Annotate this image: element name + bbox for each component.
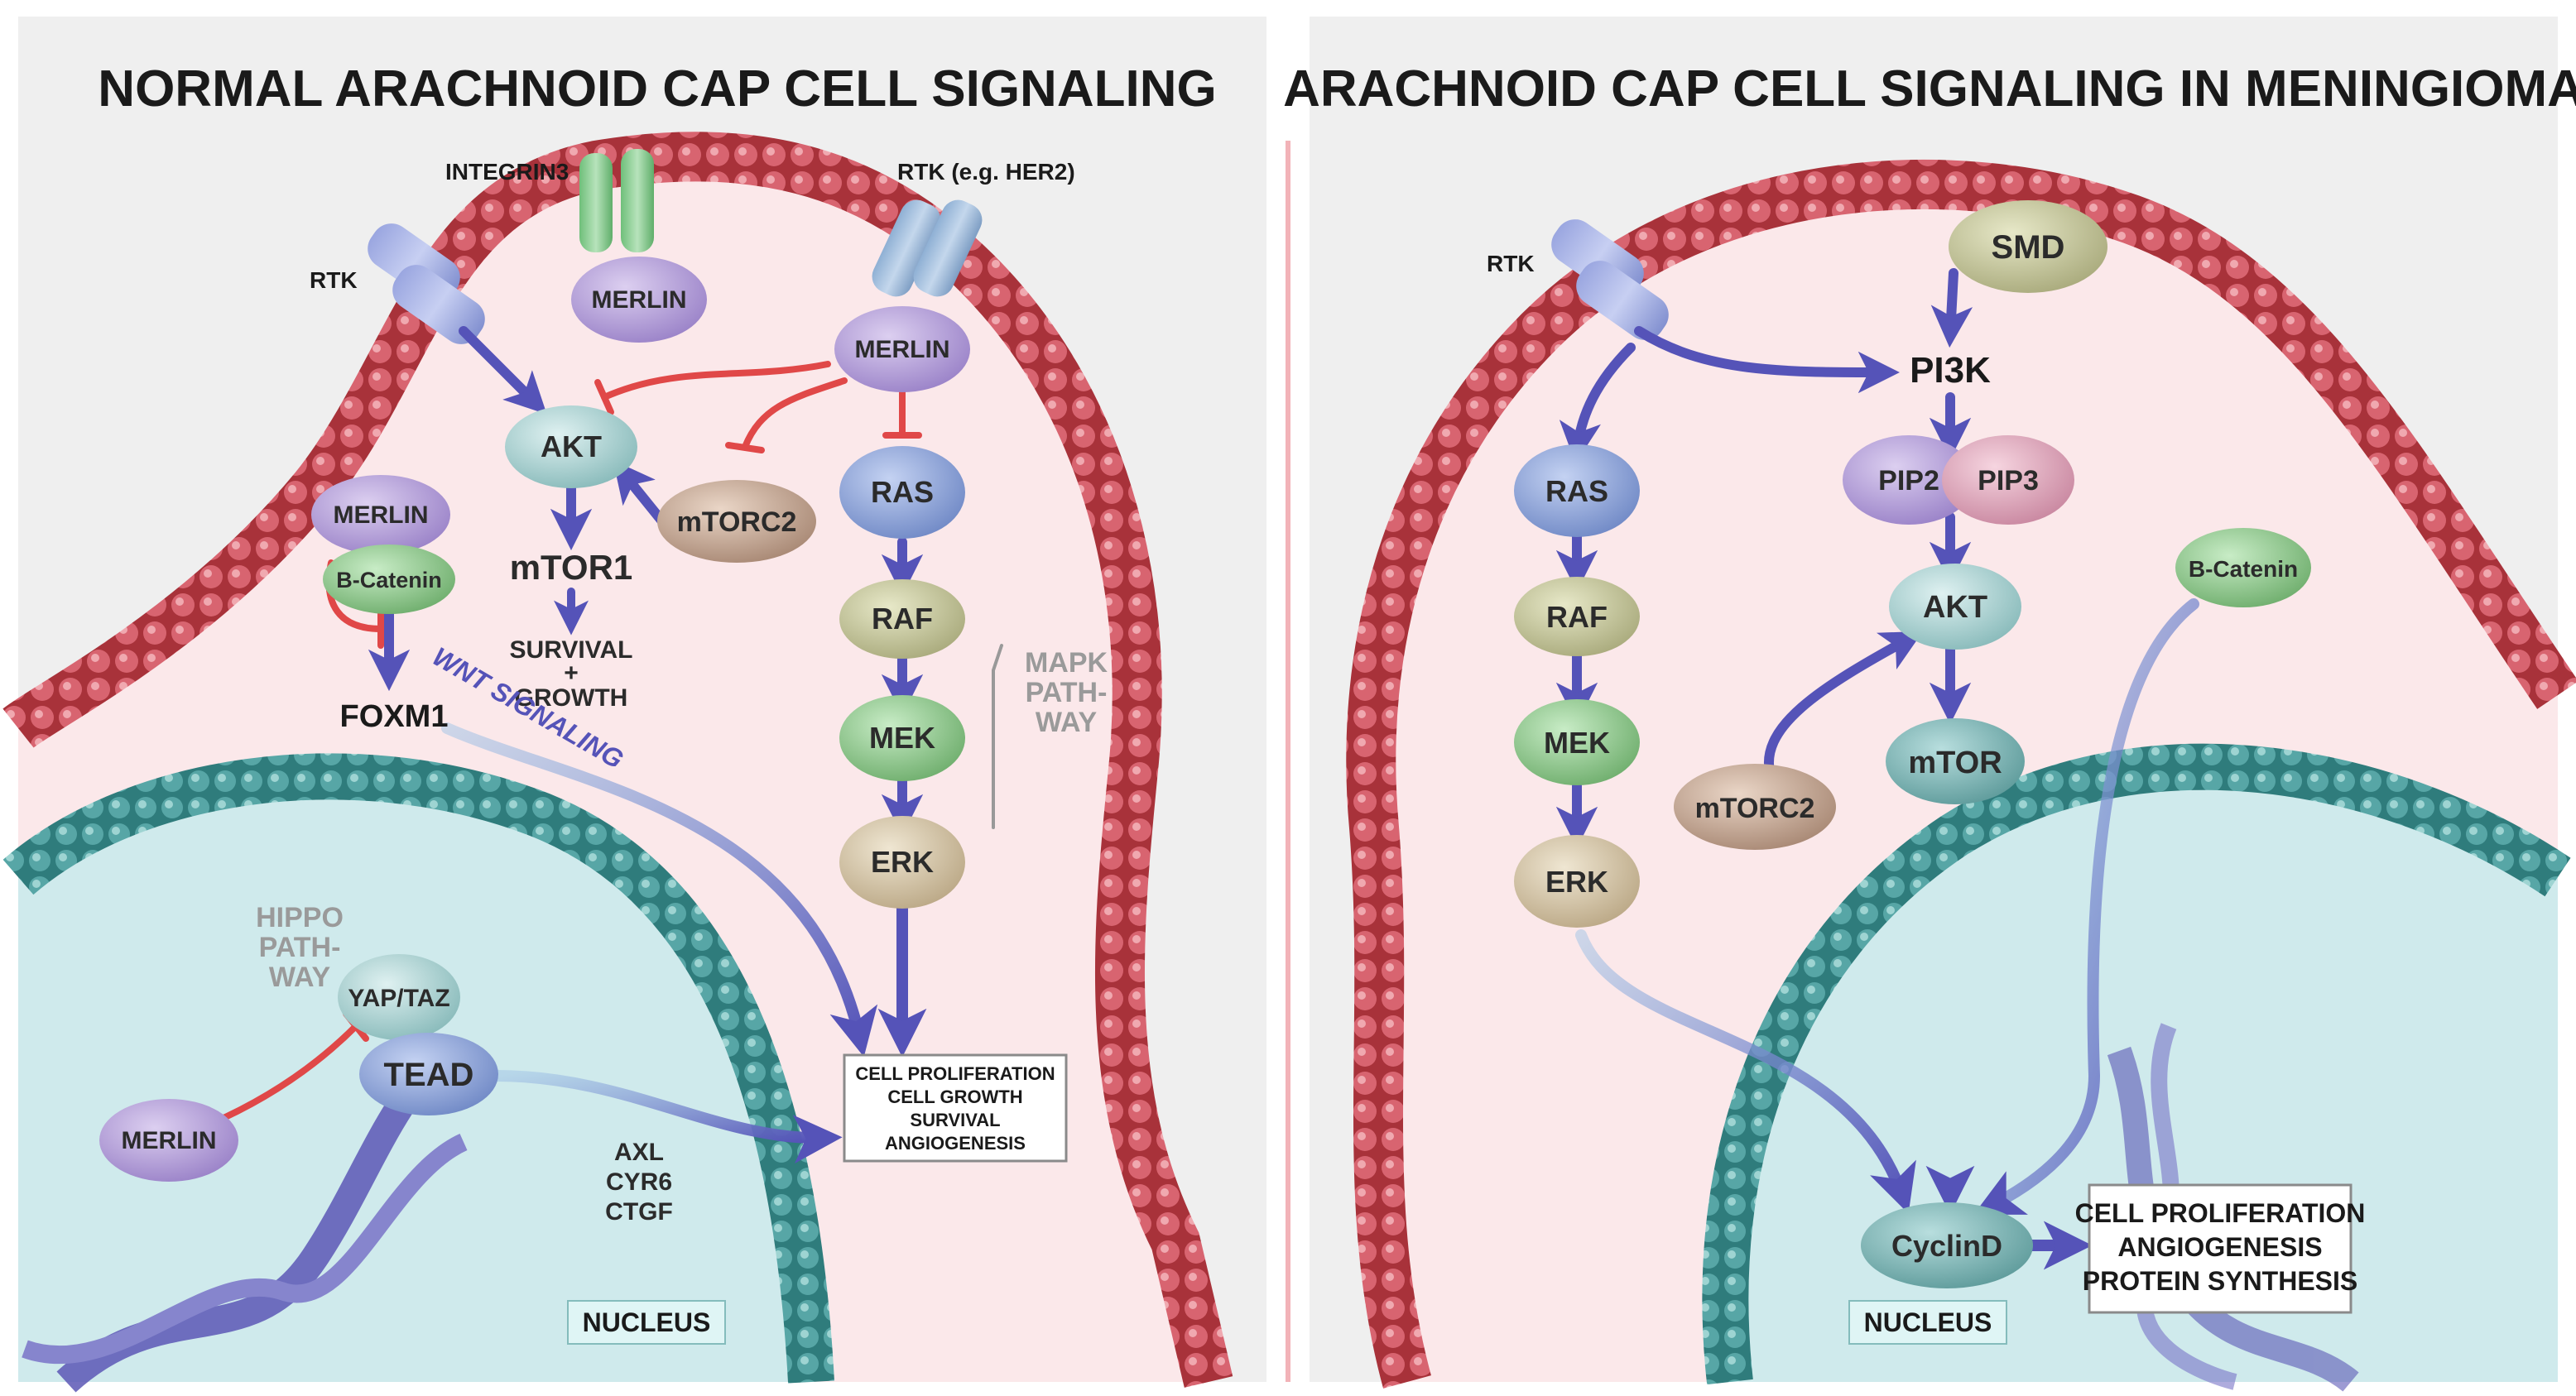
svg-text:SURVIVAL: SURVIVAL: [910, 1110, 1000, 1130]
node-akt-right: AKT: [1889, 564, 2021, 650]
node-yap-taz: YAP/TAZ: [338, 954, 460, 1040]
label-mtor1: mTOR1: [510, 548, 633, 587]
svg-text:SMD: SMD: [1992, 229, 2065, 266]
node-erk-left: ERK: [839, 816, 965, 909]
svg-text:MEK: MEK: [869, 721, 935, 755]
rtk-receptor-left: [368, 223, 485, 344]
svg-text:WAY: WAY: [269, 962, 331, 993]
svg-text:RAS: RAS: [871, 475, 934, 509]
node-b-catenin-right: B-Catenin: [2175, 528, 2311, 607]
svg-text:CELL GROWTH: CELL GROWTH: [887, 1087, 1022, 1107]
node-raf-left: RAF: [839, 579, 965, 659]
svg-text:ERK: ERK: [1545, 865, 1608, 899]
node-mek-right: MEK: [1514, 699, 1640, 785]
svg-text:MERLIN: MERLIN: [122, 1127, 217, 1154]
svg-text:PATH-: PATH-: [1026, 677, 1108, 708]
her2-receptor: [872, 199, 983, 297]
label-mapk-pathway: MAPK PATH- WAY: [1025, 647, 1108, 738]
svg-text:CELL PROLIFERATION: CELL PROLIFERATION: [855, 1063, 1055, 1084]
svg-text:PROTEIN SYNTHESIS: PROTEIN SYNTHESIS: [2083, 1266, 2358, 1296]
svg-text:RAS: RAS: [1545, 474, 1608, 508]
svg-text:CTGF: CTGF: [605, 1198, 673, 1226]
node-ras-right: RAS: [1514, 444, 1640, 537]
svg-text:PATH-: PATH-: [259, 932, 341, 963]
right-arrows: [1555, 268, 2199, 1270]
svg-text:ERK: ERK: [871, 845, 934, 879]
svg-text:B-Catenin: B-Catenin: [2189, 556, 2298, 582]
node-cyclind: CyclinD: [1861, 1202, 2033, 1288]
node-mtorc2-right: mTORC2: [1674, 764, 1836, 850]
left-cell-membrane: [2, 132, 1233, 1388]
node-merlin-integrin: MERLIN: [571, 257, 707, 343]
svg-text:YAP/TAZ: YAP/TAZ: [348, 985, 449, 1012]
left-panel: NORMAL ARACHNOID CAP CELL SIGNALING RTK …: [2, 60, 1233, 1393]
svg-text:AKT: AKT: [541, 429, 602, 463]
svg-text:WAY: WAY: [1036, 707, 1098, 738]
svg-text:CYR6: CYR6: [606, 1168, 672, 1196]
svg-text:CyclinD: CyclinD: [1891, 1229, 2002, 1263]
svg-text:+: +: [564, 660, 579, 687]
right-panel-title: ARACHNOID CAP CELL SIGNALING IN MENINGIO…: [1283, 60, 2576, 118]
node-merlin-wnt: MERLIN: [311, 475, 450, 554]
her2-label: RTK (e.g. HER2): [897, 159, 1075, 185]
svg-text:HIPPO: HIPPO: [256, 902, 344, 933]
svg-text:AXL: AXL: [614, 1139, 664, 1166]
right-cell-membrane: [1346, 159, 2576, 1389]
node-pip3: PIP3: [1942, 435, 2074, 525]
svg-text:B-Catenin: B-Catenin: [336, 568, 442, 592]
outcome-box-right: CELL PROLIFERATION ANGIOGENESIS PROTEIN …: [2075, 1183, 2366, 1314]
label-survival-growth: SURVIVAL + GROWTH: [510, 636, 633, 712]
node-merlin-hippo: MERLIN: [99, 1099, 238, 1182]
svg-text:MERLIN: MERLIN: [855, 336, 950, 363]
svg-text:CELL PROLIFERATION: CELL PROLIFERATION: [2075, 1198, 2366, 1228]
left-panel-title: NORMAL ARACHNOID CAP CELL SIGNALING: [98, 60, 1216, 118]
svg-text:mTOR: mTOR: [1908, 746, 2002, 780]
svg-text:SURVIVAL: SURVIVAL: [510, 636, 633, 664]
rtk-receptor-right: [1551, 219, 1669, 340]
node-erk-right: ERK: [1514, 835, 1640, 928]
svg-text:MERLIN: MERLIN: [592, 286, 687, 314]
node-akt-left: AKT: [505, 405, 637, 488]
node-merlin-her2: MERLIN: [834, 306, 970, 392]
node-pip2: PIP2: [1843, 435, 1975, 525]
node-smd: SMD: [1949, 200, 2107, 293]
node-ras-left: RAS: [839, 446, 965, 539]
node-mtor-right: mTOR: [1886, 718, 2025, 804]
integrin-label: INTEGRIN3: [445, 159, 569, 185]
svg-text:MEK: MEK: [1544, 726, 1610, 760]
svg-text:mTORC2: mTORC2: [1695, 793, 1815, 824]
node-b-catenin-left: B-Catenin: [323, 544, 455, 614]
svg-text:PIP3: PIP3: [1978, 465, 2039, 497]
label-hippo-pathway: HIPPO PATH- WAY: [256, 902, 344, 993]
svg-text:PIP2: PIP2: [1878, 465, 1939, 497]
label-foxm1: FOXM1: [340, 699, 449, 734]
node-mtorc2-left: mTORC2: [657, 480, 816, 563]
svg-text:mTORC2: mTORC2: [677, 506, 797, 538]
nucleus-label-left: NUCLEUS: [567, 1300, 726, 1345]
outcome-box-left: CELL PROLIFERATION CELL GROWTH SURVIVAL …: [843, 1053, 1068, 1163]
svg-text:AKT: AKT: [1923, 590, 1987, 625]
nucleus-label-right: NUCLEUS: [1848, 1300, 2007, 1345]
svg-text:MERLIN: MERLIN: [334, 501, 429, 529]
svg-text:TEAD: TEAD: [384, 1057, 474, 1093]
node-raf-right: RAF: [1514, 577, 1640, 656]
rtk-label-left: RTK: [310, 267, 358, 293]
svg-text:MAPK: MAPK: [1025, 647, 1108, 679]
label-tead-targets: AXL CYR6 CTGF: [605, 1139, 673, 1226]
svg-text:RAF: RAF: [872, 602, 933, 636]
node-tead: TEAD: [359, 1033, 498, 1115]
svg-text:RAF: RAF: [1546, 600, 1608, 634]
left-dna-helix: [22, 1040, 468, 1393]
svg-text:NUCLEUS: NUCLEUS: [583, 1307, 711, 1337]
svg-text:ANGIOGENESIS: ANGIOGENESIS: [885, 1133, 1026, 1154]
integrin-receptor: [579, 149, 654, 252]
label-pi3k: PI3K: [1910, 350, 1991, 391]
right-panel: ARACHNOID CAP CELL SIGNALING IN MENINGIO…: [1283, 60, 2576, 1392]
svg-text:GROWTH: GROWTH: [515, 684, 628, 712]
svg-text:ANGIOGENESIS: ANGIOGENESIS: [2117, 1232, 2322, 1262]
svg-text:NUCLEUS: NUCLEUS: [1864, 1307, 1992, 1337]
rtk-label-right: RTK: [1487, 251, 1535, 276]
node-mek-left: MEK: [839, 695, 965, 781]
